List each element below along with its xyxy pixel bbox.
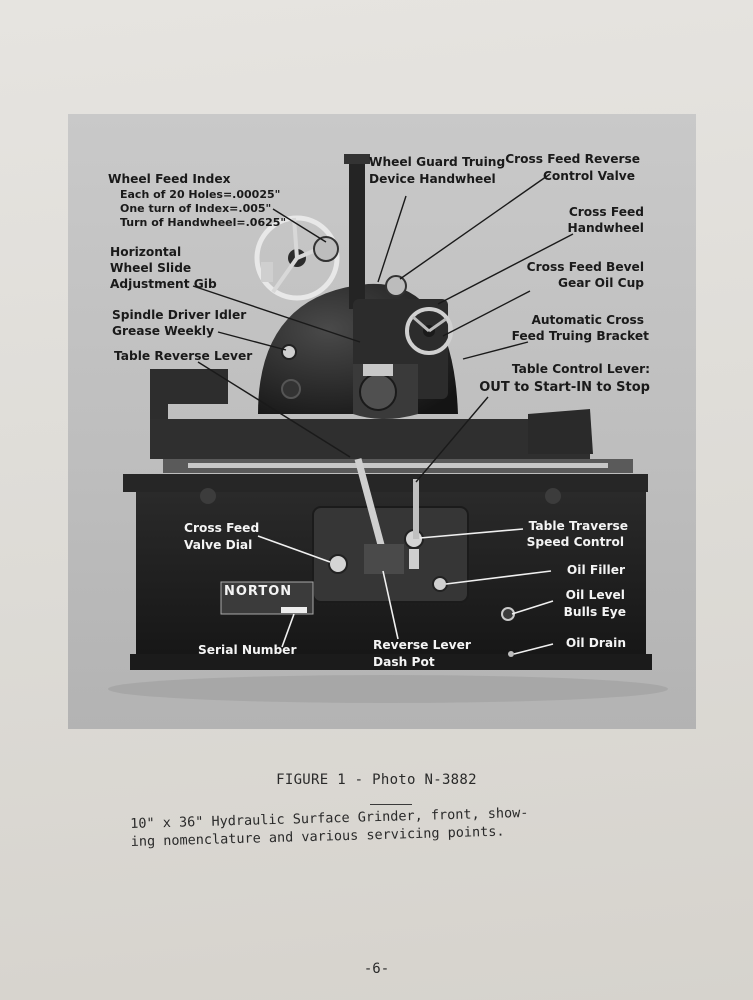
- label-reverse-lever-1: Reverse Lever: [373, 638, 471, 652]
- label-table-control-2: OUT to Start-IN to Stop: [479, 380, 650, 395]
- label-table-control-1: Table Control Lever:: [511, 362, 650, 376]
- nameplate-text: NORTON: [224, 584, 293, 599]
- label-horizontal-1: Horizontal: [110, 245, 182, 259]
- label-serial-number: Serial Number: [198, 643, 297, 657]
- label-automatic-cross-2: Feed Truing Bracket: [511, 329, 649, 343]
- label-cross-feed-valve-2: Valve Dial: [184, 538, 253, 552]
- label-wheel-guard-truing-2: Device Handwheel: [369, 172, 496, 186]
- label-cross-feed-bevel-1: Cross Feed Bevel: [526, 260, 644, 274]
- label-cross-feed-reverse-1: Cross Feed Reverse: [505, 152, 640, 166]
- machine-photo: NORTON Wheel Feed Index Each of 20 Holes…: [68, 114, 696, 729]
- label-table-traverse-2: Speed Control: [526, 535, 624, 549]
- label-wheel-guard-truing-1: Wheel Guard Truing: [369, 155, 506, 169]
- label-oil-level-1: Oil Level: [565, 588, 625, 602]
- figure-caption-title: FIGURE 1 - Photo N-3882: [276, 772, 477, 788]
- label-automatic-cross-1: Automatic Cross: [531, 313, 644, 327]
- label-cross-feed-handwheel-2: Handwheel: [567, 221, 644, 235]
- label-oil-level-2: Bulls Eye: [563, 605, 626, 619]
- label-cross-feed-bevel-2: Gear Oil Cup: [557, 276, 644, 290]
- label-horizontal-3: Adjustment Gib: [110, 277, 217, 291]
- label-table-reverse-lever: Table Reverse Lever: [114, 349, 253, 363]
- label-cross-feed-handwheel-1: Cross Feed: [568, 205, 644, 219]
- label-table-traverse-1: Table Traverse: [528, 519, 628, 533]
- label-oil-drain: Oil Drain: [565, 636, 626, 650]
- surface-grinder-illustration: [108, 154, 668, 703]
- label-cross-feed-reverse-2: Control Valve: [542, 169, 635, 183]
- label-horizontal-2: Wheel Slide: [110, 261, 192, 275]
- label-wheel-feed-index: Wheel Feed Index: [108, 172, 231, 186]
- figure-caption-text: 10" x 36" Hydraulic Surface Grinder, fro…: [130, 800, 651, 851]
- label-wheel-feed-index-sub2: One turn of Index=.005": [120, 202, 272, 215]
- label-wheel-feed-index-sub1: Each of 20 Holes=.00025": [120, 188, 281, 201]
- label-reverse-lever-2: Dash Pot: [373, 655, 435, 669]
- page-number: -6-: [363, 961, 390, 977]
- label-spindle-driver-2: Grease Weekly: [112, 324, 215, 338]
- caption-divider: [370, 804, 412, 805]
- label-wheel-feed-index-sub3: Turn of Handwheel=.0625": [120, 216, 287, 229]
- label-cross-feed-valve-1: Cross Feed: [184, 521, 260, 535]
- label-spindle-driver-1: Spindle Driver Idler: [112, 308, 247, 322]
- label-oil-filler: Oil Filler: [566, 563, 625, 577]
